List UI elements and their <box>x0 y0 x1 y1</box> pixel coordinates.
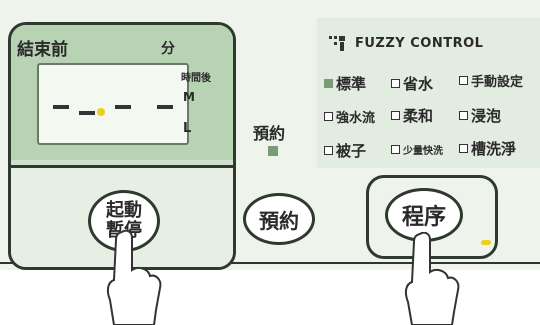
minutes-label: 分 <box>161 41 175 57</box>
load-l-label: L <box>183 121 192 136</box>
reserve-button-label: 預約 <box>259 208 299 233</box>
option-indicator <box>391 145 400 154</box>
option-manual-setting[interactable]: 手動設定 <box>459 71 523 90</box>
option-indicator <box>324 146 333 155</box>
option-label: 手動設定 <box>471 75 524 90</box>
option-soak[interactable]: 浸泡 <box>459 105 501 126</box>
remaining-time-label: 結束前 <box>17 40 68 60</box>
option-label: 被子 <box>336 142 367 160</box>
option-indicator <box>324 112 333 121</box>
lcd-segment <box>115 105 131 109</box>
option-quilt[interactable]: 被子 <box>324 140 366 161</box>
option-label: 省水 <box>403 75 434 93</box>
pointing-hand-icon <box>404 232 460 325</box>
reserve-indicator-label: 預約 <box>253 124 286 143</box>
program-button[interactable]: 程序 <box>385 188 463 242</box>
option-label: 少量快洗 <box>403 146 443 157</box>
start-label: 起動 <box>106 200 142 221</box>
option-label: 槽洗淨 <box>471 140 517 158</box>
fuzzy-control-brand: FUZZY CONTROL <box>327 30 483 56</box>
option-water-saving[interactable]: 省水 <box>391 73 433 94</box>
program-button-label: 程序 <box>401 205 446 230</box>
fuzzy-logo-icon <box>329 36 345 51</box>
option-tub-clean[interactable]: 槽洗淨 <box>459 138 516 159</box>
option-label: 浸泡 <box>471 107 502 125</box>
pointing-hand-icon <box>106 230 162 325</box>
option-gentle[interactable]: 柔和 <box>391 105 433 126</box>
reserve-indicator-light <box>268 146 278 156</box>
panel-edge <box>0 262 540 264</box>
brand-text: FUZZY CONTROL <box>355 35 484 51</box>
hours-later-label: 時間後 <box>181 73 211 84</box>
option-indicator <box>459 111 468 120</box>
load-m-label: M <box>183 90 195 104</box>
reserve-button[interactable]: 預約 <box>243 193 315 245</box>
lcd-segment <box>53 105 69 109</box>
lcd-segment <box>157 105 173 109</box>
option-label: 強水流 <box>336 111 376 126</box>
program-indicator-light <box>481 240 491 245</box>
lcd-indicator-dot <box>97 108 105 116</box>
option-indicator <box>391 79 400 88</box>
option-standard[interactable]: 標準 <box>324 73 366 94</box>
option-indicator <box>459 144 468 153</box>
lcd-segment <box>79 111 95 115</box>
option-indicator <box>459 76 468 85</box>
option-strong-flow[interactable]: 強水流 <box>324 107 375 126</box>
option-indicator <box>324 79 333 88</box>
lcd-screen <box>37 63 189 145</box>
option-quick-wash[interactable]: 少量快洗 <box>391 142 443 157</box>
option-label: 標準 <box>336 75 367 93</box>
option-indicator <box>391 111 400 120</box>
option-label: 柔和 <box>403 107 434 125</box>
options-area <box>317 18 540 168</box>
